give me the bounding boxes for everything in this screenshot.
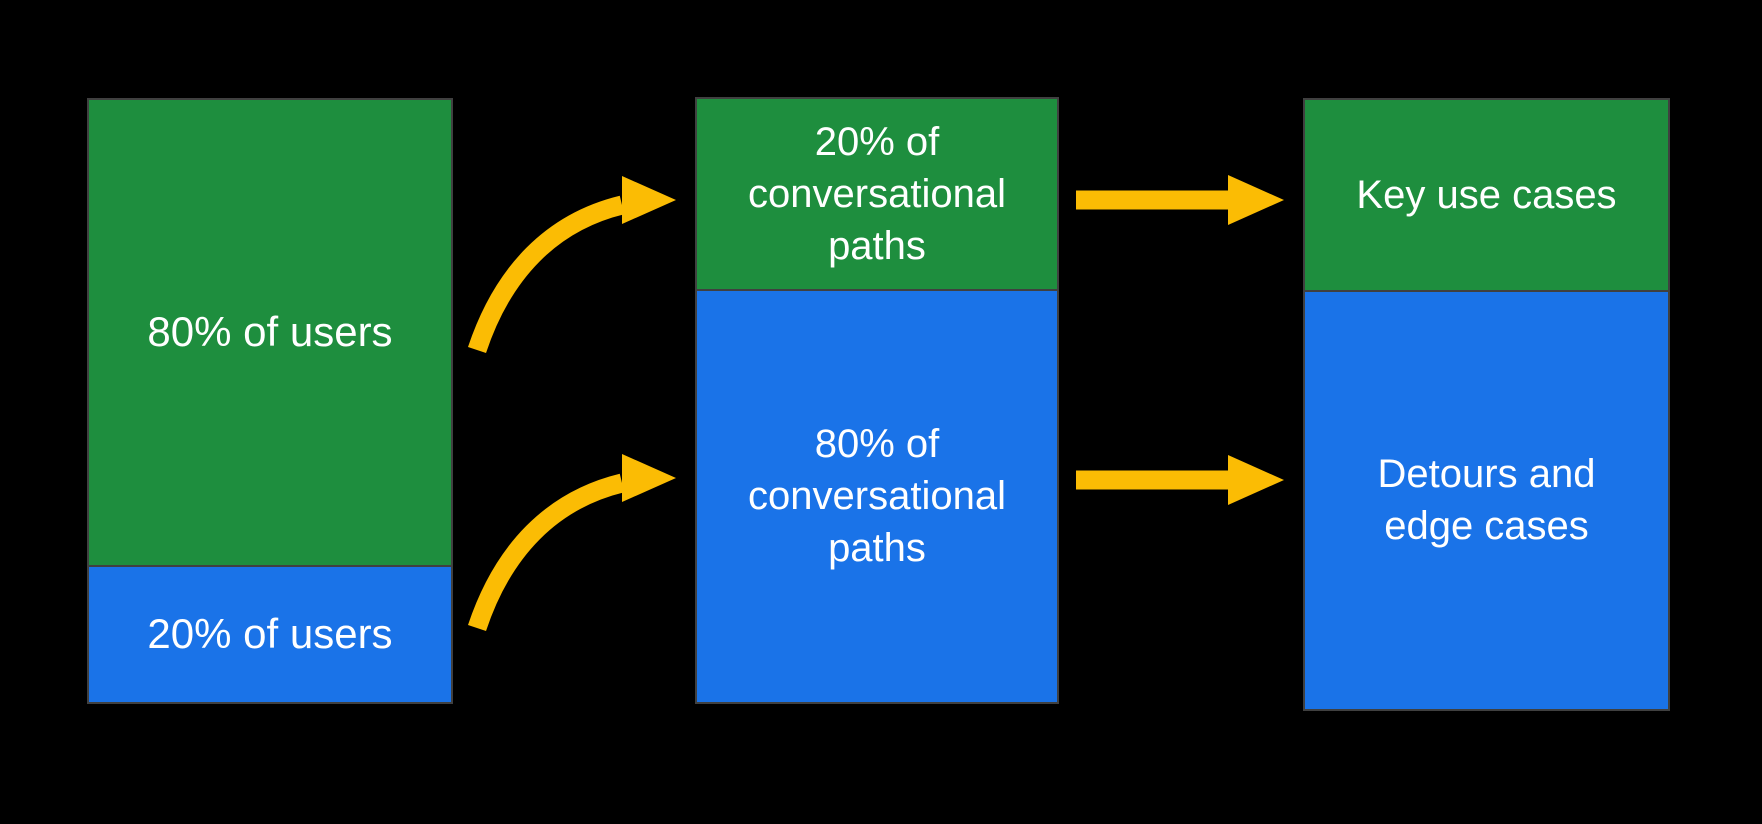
users-column: 80% of users 20% of users — [87, 98, 453, 704]
users-20-segment: 20% of users — [89, 564, 451, 702]
paths-80-label: 80% of conversational paths — [748, 422, 1006, 571]
outcomes-column: Key use cases Detours and edge cases — [1303, 98, 1670, 711]
key-use-cases-segment: Key use cases — [1305, 100, 1668, 290]
paths-20-segment: 20% of conversational paths — [697, 99, 1057, 289]
users-80-label: 80% of users — [147, 308, 393, 356]
arrow-shaft — [467, 195, 625, 354]
paths-20-label: 20% of conversational paths — [748, 119, 1006, 268]
paths-80-segment: 80% of conversational paths — [697, 288, 1057, 702]
detours-label: Detours and edge cases — [1377, 452, 1596, 549]
curved-arrow-users80-to-paths20 — [467, 176, 676, 354]
users-80-segment: 80% of users — [89, 100, 451, 565]
curved-arrow-users20-to-paths80 — [467, 454, 676, 632]
users-20-label: 20% of users — [147, 610, 393, 658]
arrow-shaft — [467, 473, 625, 632]
arrow-head-icon — [622, 454, 676, 502]
straight-arrow-paths20-to-keycases — [1076, 175, 1284, 225]
arrow-head-icon — [622, 176, 676, 224]
key-use-cases-label: Key use cases — [1356, 173, 1617, 217]
straight-arrow-paths80-to-detours — [1076, 455, 1284, 505]
detours-segment: Detours and edge cases — [1305, 290, 1668, 709]
arrow-head-icon — [1228, 455, 1284, 505]
paths-column: 20% of conversational paths 80% of conve… — [695, 97, 1059, 704]
arrow-head-icon — [1228, 175, 1284, 225]
